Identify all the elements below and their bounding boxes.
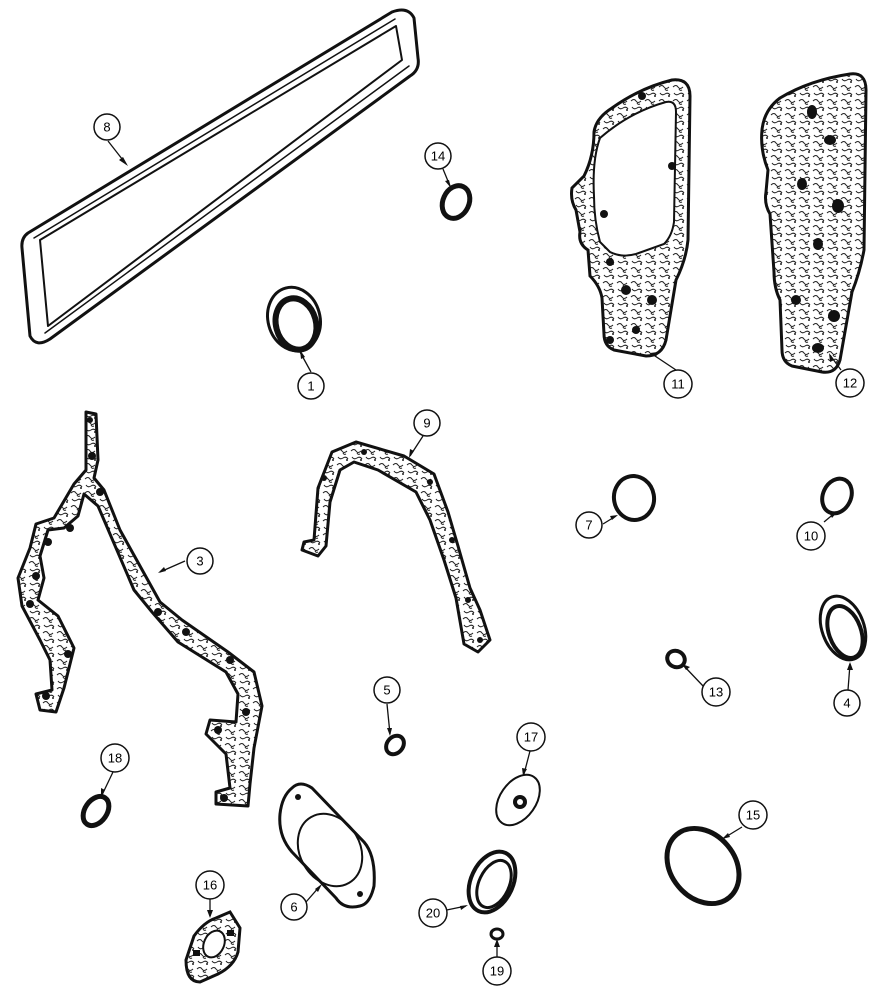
callout-18-label: 18 [108, 751, 122, 766]
callout-3-label: 3 [196, 554, 203, 569]
part-14-seal-ring [439, 183, 473, 221]
callout-4-label: 4 [843, 696, 850, 711]
part-10-o-ring [820, 476, 854, 516]
callout-3: 3 [186, 547, 214, 575]
callout-7-label: 7 [585, 518, 592, 533]
callout-16-label: 16 [203, 878, 217, 893]
part-8-valve-cover-gasket [20, 8, 420, 345]
callout-9: 9 [413, 409, 441, 437]
part-7-o-ring [611, 474, 657, 522]
part-12-oil-cooler-gasket [760, 72, 868, 374]
callout-19: 19 [482, 956, 512, 986]
callout-15-label: 15 [746, 808, 760, 823]
callout-14: 14 [424, 142, 452, 170]
callout-8: 8 [93, 113, 121, 141]
part-17-gasket-disc [495, 773, 541, 827]
callout-19-label: 19 [490, 964, 504, 979]
part-9-rear-seal-housing-gasket [300, 440, 492, 654]
callout-18: 18 [100, 743, 130, 773]
callout-12: 12 [835, 368, 865, 398]
callout-5-label: 5 [383, 683, 390, 698]
callout-17: 17 [516, 722, 546, 752]
callout-6-label: 6 [290, 900, 297, 915]
callout-13: 13 [701, 677, 731, 707]
callout-15: 15 [738, 800, 768, 830]
part-20-seal-ring [466, 849, 518, 915]
callout-8-label: 8 [103, 120, 110, 135]
callout-10: 10 [796, 521, 826, 551]
part-19-small-o-ring [489, 927, 505, 941]
callout-20: 20 [418, 898, 448, 928]
callout-7: 7 [575, 511, 603, 539]
part-13-washer [665, 648, 687, 670]
part-18-o-ring [80, 793, 112, 829]
callout-13-label: 13 [709, 685, 723, 700]
part-5-washer [384, 733, 406, 757]
callout-5: 5 [373, 676, 401, 704]
callout-9-label: 9 [423, 416, 430, 431]
callout-11: 11 [663, 369, 693, 399]
leader-arrowheads [101, 157, 853, 947]
callout-6: 6 [280, 893, 308, 921]
leader-lines [101, 140, 851, 957]
callout-20-label: 20 [426, 906, 440, 921]
callout-16: 16 [195, 870, 225, 900]
part-4-seal-ring [818, 594, 868, 662]
callout-1: 1 [297, 372, 325, 400]
callout-4: 4 [833, 689, 861, 717]
callouts: 8 14 1 11 12 9 3 7 10 4 13 5 18 17 6 15 … [93, 113, 865, 986]
callout-10-label: 10 [804, 529, 818, 544]
callout-12-label: 12 [843, 376, 857, 391]
callout-14-label: 14 [431, 149, 445, 164]
part-3-gear-housing-gasket [16, 410, 264, 808]
part-6-flange-gasket [278, 782, 376, 909]
part-1-crankshaft-seal [266, 285, 322, 353]
part-16-plate-gasket [184, 910, 242, 984]
callout-17-label: 17 [524, 730, 538, 745]
part-15-large-o-ring [664, 825, 742, 907]
part-11-front-plate-gasket [570, 78, 692, 358]
callout-11-label: 11 [671, 377, 685, 392]
callout-1-label: 1 [307, 379, 314, 394]
